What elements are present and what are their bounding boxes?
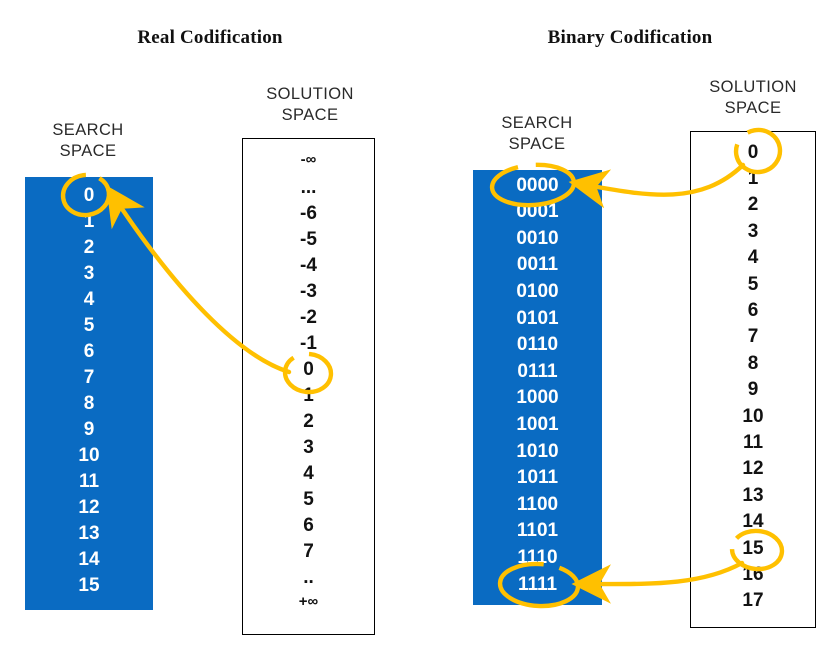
search-space-box-binary: 0000 0001 0010 0011 0100 0101 0110 0111 1000 1001… xyxy=(473,170,602,605)
search-space-item: 0110 xyxy=(516,334,559,356)
solution-space-label-real: SOLUTION SPACE xyxy=(266,85,354,124)
solution-space-item: 0 xyxy=(303,358,314,380)
solution-space-item: 10 xyxy=(742,405,764,427)
solution-space-item: -6 xyxy=(300,202,317,224)
search-space-item: 0000 xyxy=(516,174,559,196)
search-space-item: 7 xyxy=(83,366,95,388)
solution-space-item: 4 xyxy=(747,247,759,269)
solution-space-item: +∞ xyxy=(298,592,319,610)
search-space-item: 3 xyxy=(83,262,95,284)
solution-space-item: -3 xyxy=(300,280,317,302)
solution-space-item: 14 xyxy=(742,511,764,533)
search-space-item: 0101 xyxy=(516,307,559,329)
solution-space-item: 6 xyxy=(303,514,314,536)
search-space-item: 1111 xyxy=(517,573,558,595)
solution-space-item: 6 xyxy=(747,299,759,321)
solution-space-item: -2 xyxy=(300,306,317,328)
solution-space-label-binary: SOLUTION SPACE xyxy=(709,78,797,117)
solution-space-item: 15 xyxy=(742,537,764,559)
search-space-item: 11 xyxy=(78,470,100,492)
solution-space-item: -5 xyxy=(300,228,317,250)
search-space-item: 4 xyxy=(83,288,95,310)
search-space-item: 15 xyxy=(78,574,100,596)
solution-space-item: 3 xyxy=(747,220,759,242)
panel-title-binary: Binary Codification xyxy=(547,27,713,48)
solution-space-item: 7 xyxy=(747,326,759,348)
search-space-item: 0 xyxy=(83,184,95,206)
search-space-item: 12 xyxy=(78,496,100,518)
solution-space-item: 1 xyxy=(747,167,759,189)
search-space-item: 1001 xyxy=(516,413,559,435)
solution-space-box-real: -∞... -6 -5 -4 -3 -2 -1 0 1 2 3 4 5 6 7.. +∞ xyxy=(242,138,375,635)
search-space-item: 1011 xyxy=(516,467,559,489)
search-space-item: 0111 xyxy=(517,360,558,382)
search-space-item: 13 xyxy=(78,522,100,544)
solution-space-item: 5 xyxy=(303,488,314,510)
solution-space-item: -1 xyxy=(300,332,317,354)
search-space-item: 0011 xyxy=(516,254,559,276)
search-space-item: 10 xyxy=(78,444,100,466)
solution-space-item: 0 xyxy=(747,141,759,163)
search-space-item: 0100 xyxy=(516,280,559,302)
solution-space-item: ... xyxy=(300,176,317,198)
search-space-item: 1000 xyxy=(516,387,559,409)
search-space-item: 1100 xyxy=(516,493,559,515)
solution-space-item: 4 xyxy=(303,462,314,484)
solution-space-item: 1 xyxy=(303,384,314,406)
search-space-item: 2 xyxy=(83,236,95,258)
search-space-item: 8 xyxy=(83,392,95,414)
search-space-label-binary: SEARCH SPACE xyxy=(501,114,573,153)
solution-space-item: 13 xyxy=(742,484,764,506)
search-space-item: 1101 xyxy=(516,520,559,542)
solution-space-item: 8 xyxy=(747,352,759,374)
solution-space-item: 2 xyxy=(303,410,314,432)
panel-title-real: Real Codification xyxy=(137,27,283,48)
solution-space-item: 17 xyxy=(742,590,764,612)
solution-space-item: -∞ xyxy=(300,150,317,168)
solution-space-item: .. xyxy=(303,566,314,588)
solution-space-item: 3 xyxy=(303,436,314,458)
solution-space-item: 12 xyxy=(742,458,764,480)
solution-space-item: 5 xyxy=(747,273,759,295)
search-space-item: 0001 xyxy=(516,201,559,223)
search-space-label-real: SEARCH SPACE xyxy=(52,121,124,160)
search-space-item: 1010 xyxy=(516,440,559,462)
solution-space-item: 16 xyxy=(742,563,764,585)
solution-space-item: 2 xyxy=(747,194,759,216)
search-space-item: 1110 xyxy=(517,546,558,568)
search-space-item: 5 xyxy=(83,314,95,336)
solution-space-item: -4 xyxy=(300,254,317,276)
search-space-item: 0010 xyxy=(516,227,559,249)
search-space-item: 6 xyxy=(83,340,95,362)
search-space-item: 9 xyxy=(83,418,95,440)
solution-space-item: 7 xyxy=(303,540,314,562)
search-space-item: 1 xyxy=(83,210,95,232)
solution-space-item: 9 xyxy=(747,379,759,401)
solution-space-item: 11 xyxy=(742,431,764,453)
search-space-item: 14 xyxy=(78,548,100,570)
